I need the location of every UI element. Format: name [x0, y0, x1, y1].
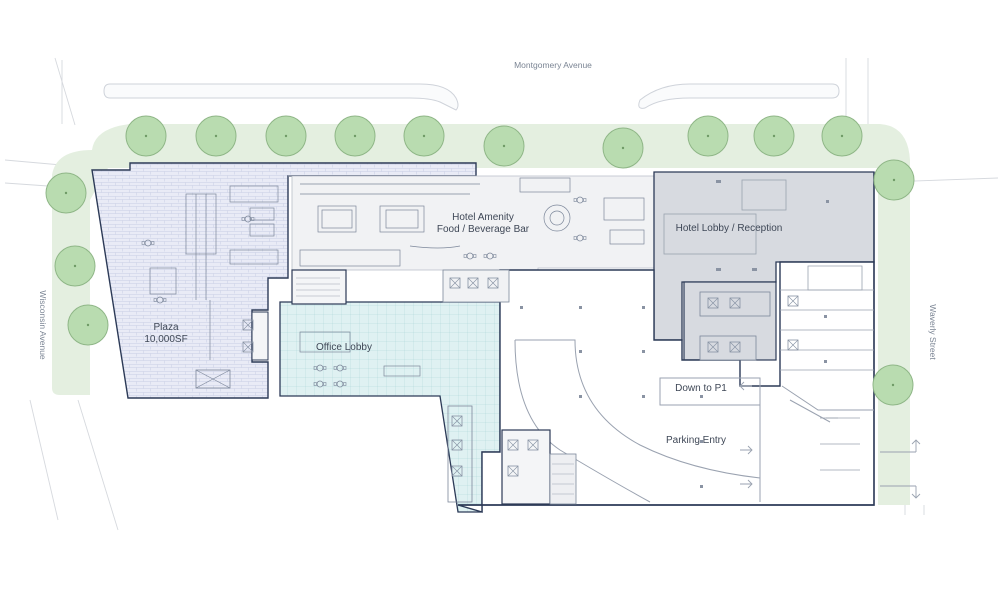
- office-lobby-label: Office Lobby: [316, 342, 372, 353]
- tree-trunk: [214, 134, 218, 138]
- tree-trunk: [353, 134, 357, 138]
- tree-trunk: [840, 134, 844, 138]
- tree-trunk: [621, 146, 625, 150]
- hotel-lobby-label: Hotel Lobby / Reception: [676, 223, 783, 234]
- hotel-amenity-label: Hotel Amenity: [452, 212, 514, 223]
- parking-area: [457, 261, 875, 513]
- tree-trunk: [144, 134, 148, 138]
- columns: [520, 180, 829, 488]
- tree-trunk: [892, 178, 896, 182]
- street-context: [4, 57, 999, 531]
- tree-trunk: [284, 134, 288, 138]
- arrow-icon: [739, 381, 921, 499]
- landscape-area: [52, 124, 910, 505]
- street-label-north: Montgomery Avenue: [514, 60, 592, 70]
- tree-trunk: [706, 134, 710, 138]
- tree-trunk: [73, 264, 77, 268]
- trees: [45, 115, 915, 406]
- plaza-area-label: 10,000SF: [144, 334, 187, 345]
- tree-trunk: [422, 134, 426, 138]
- plaza-label: Plaza: [153, 322, 178, 333]
- furniture: [141, 177, 645, 388]
- office-lobby-area: [279, 301, 501, 513]
- parking-entry-label: Parking Entry: [666, 435, 726, 446]
- median-island-west: [103, 83, 459, 111]
- tree-trunk: [64, 191, 68, 195]
- tree-trunk: [86, 323, 90, 327]
- elevator-icon: [195, 269, 799, 505]
- tree-trunk: [502, 144, 506, 148]
- plaza-area: [91, 162, 477, 399]
- street-label-west: Wisconsin Avenue: [38, 290, 48, 360]
- hotel-amenity-area: [288, 175, 655, 271]
- down-to-p1-label: Down to P1: [675, 383, 727, 394]
- food-beverage-bar-label: Food / Beverage Bar: [437, 224, 530, 235]
- median-island-east: [638, 83, 840, 109]
- tree-trunk: [772, 134, 776, 138]
- tree-trunk: [891, 383, 895, 387]
- street-label-east: Waverly Street: [928, 304, 938, 360]
